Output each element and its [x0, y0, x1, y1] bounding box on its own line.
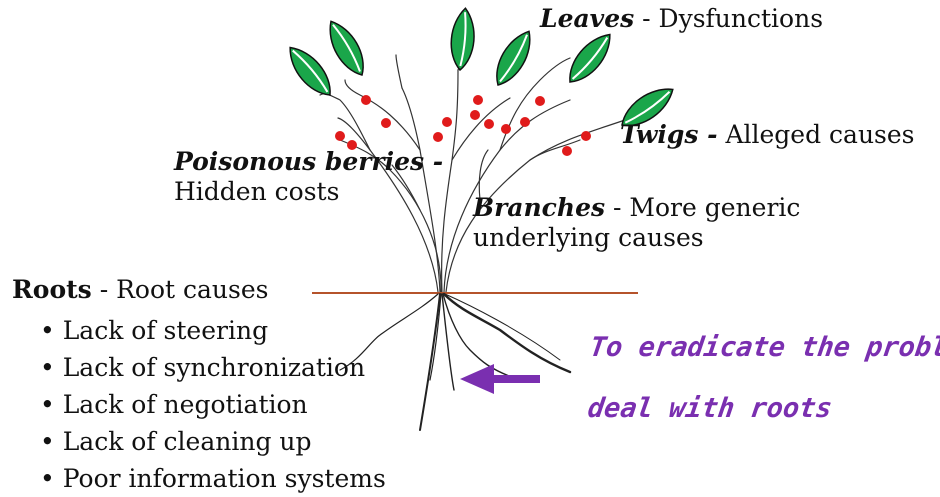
berry-icon [535, 96, 545, 106]
berry-icon [381, 118, 391, 128]
leaves-term: Leaves [540, 4, 634, 33]
arrow-left-icon [460, 364, 540, 394]
branches-desc-line1: More generic [629, 193, 800, 222]
berries-label: Poisonous berries - Hidden costs [174, 147, 443, 207]
berry-icon [501, 124, 511, 134]
callout-line2: deal with roots [586, 393, 834, 424]
branches-desc-line2: underlying causes [473, 223, 800, 253]
roots-term: Roots [12, 275, 92, 304]
list-item: Lack of steering [40, 312, 386, 349]
berry-icon [442, 117, 452, 127]
berry-icon [473, 95, 483, 105]
berry-icon [520, 117, 530, 127]
berry-icon [484, 119, 494, 129]
berries-term: Poisonous berries - [174, 147, 443, 177]
root-causes-list: Lack of steering Lack of synchronization… [40, 312, 386, 497]
branches-sep: - [605, 193, 629, 222]
branches-term: Branches [473, 193, 605, 222]
list-item: Poor information systems [40, 460, 386, 497]
berry-icon [581, 131, 591, 141]
leaf-icon [449, 7, 477, 71]
berry-icon [361, 95, 371, 105]
twigs-desc: Alleged causes [718, 120, 915, 149]
berry-icon [433, 132, 443, 142]
leaves-label: Leaves - Dysfunctions [540, 4, 823, 34]
leaf-icon [282, 40, 339, 102]
leaves-sep: - [634, 4, 658, 33]
roots-sep: - [92, 275, 116, 304]
roots-label: Roots - Root causes [12, 275, 268, 305]
callout-line1: To eradicate the problems, [588, 332, 940, 363]
branches-label: Branches - More generic underlying cause… [473, 193, 800, 253]
berries-desc: Hidden costs [174, 177, 443, 207]
leaf-icon [488, 26, 538, 91]
berry-icon [335, 131, 345, 141]
twigs-term: Twigs - [620, 120, 718, 149]
list-item: Lack of synchronization [40, 349, 386, 386]
roots-desc: Root causes [116, 275, 268, 304]
twigs-label: Twigs - Alleged causes [620, 120, 915, 150]
leaves-desc: Dysfunctions [659, 4, 823, 33]
berry-icon [470, 110, 480, 120]
leaf-icon [321, 16, 371, 81]
berry-icon [562, 146, 572, 156]
list-item: Lack of negotiation [40, 386, 386, 423]
list-item: Lack of cleaning up [40, 423, 386, 460]
